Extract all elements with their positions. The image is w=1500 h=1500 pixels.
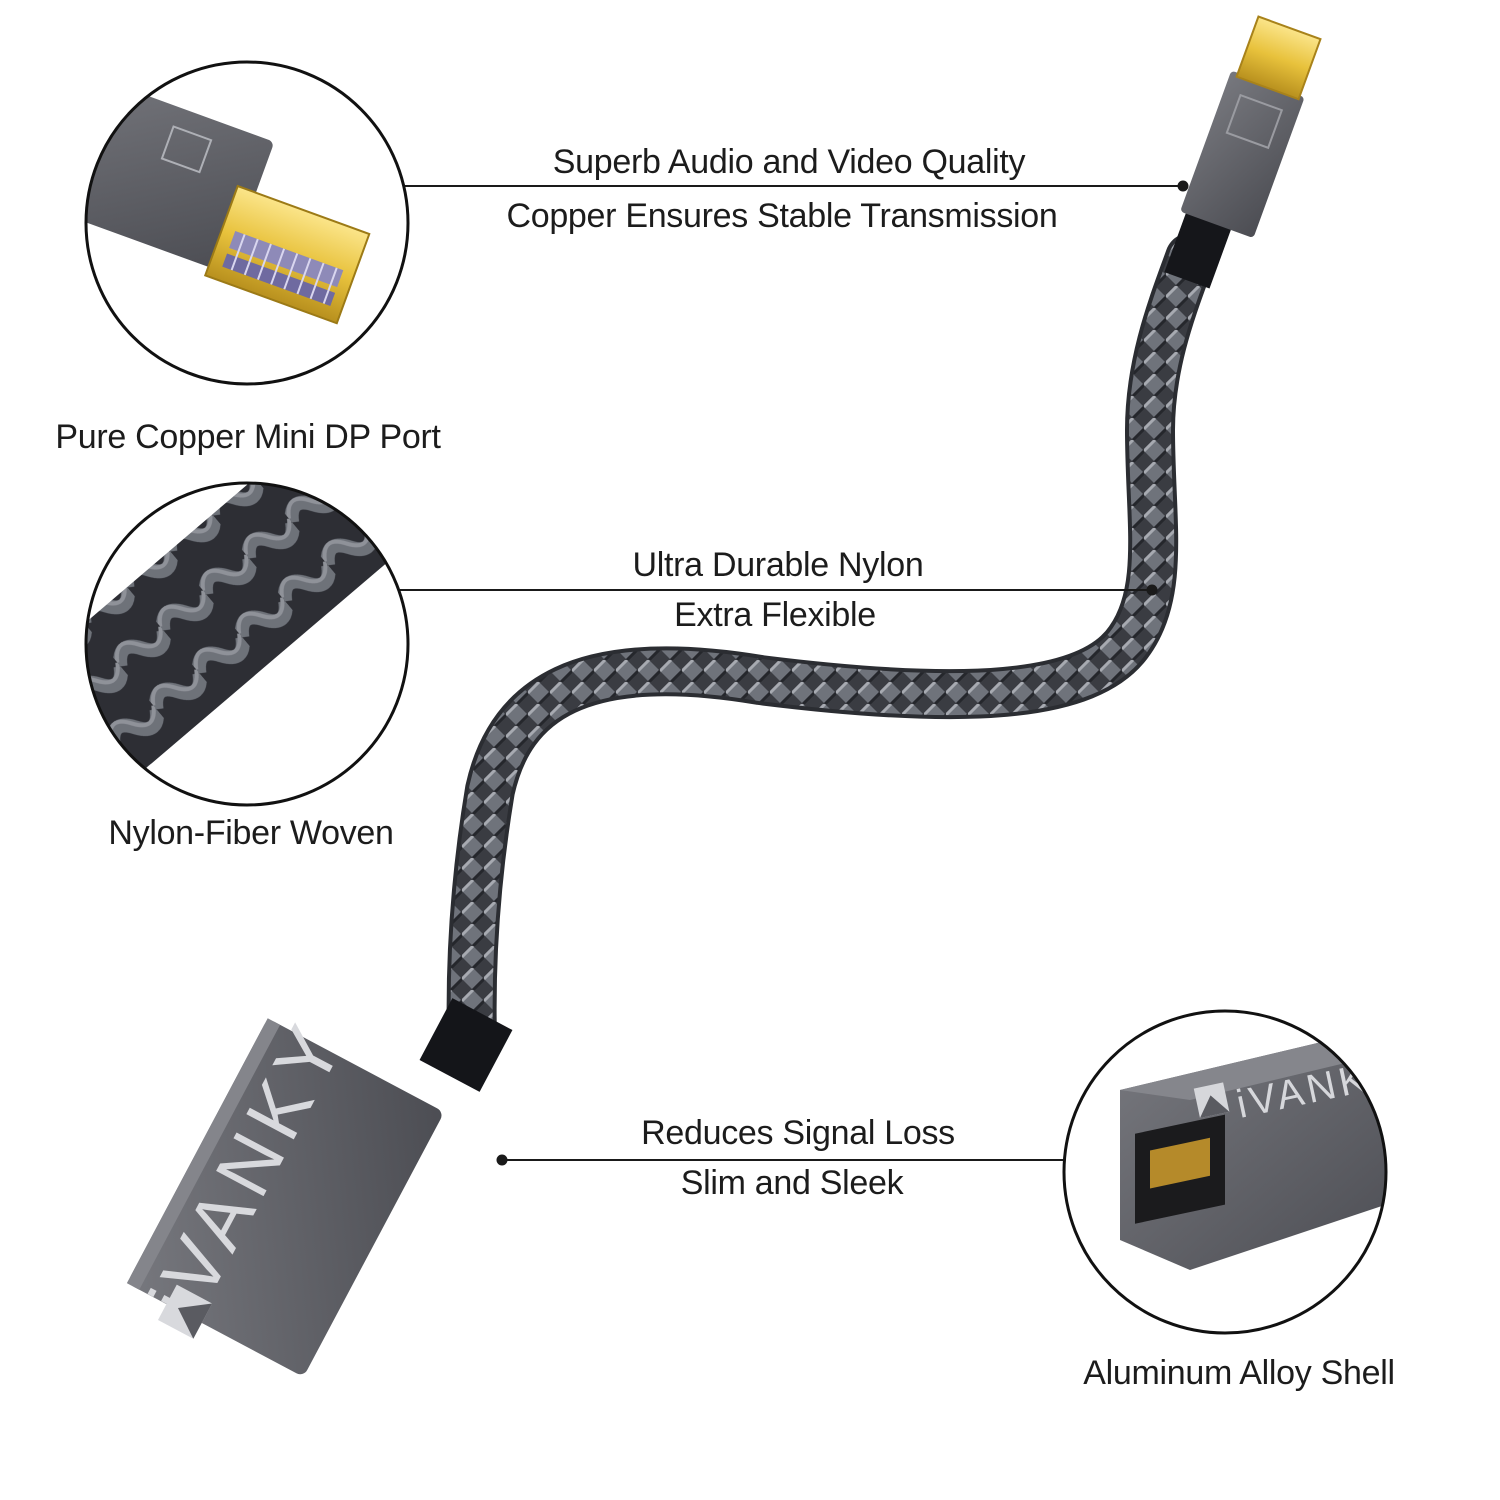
braided-cable bbox=[446, 233, 1215, 1065]
mini-displayport-connector bbox=[1164, 15, 1322, 289]
hdmi-adapter: iVANKY bbox=[126, 998, 513, 1375]
mini-displayport-icon bbox=[203, 184, 371, 325]
callout-bottom-line1: Reduces Signal Loss bbox=[641, 1114, 955, 1152]
shell-logo-icon bbox=[1193, 1082, 1230, 1118]
callout-middle-line2: Extra Flexible bbox=[674, 596, 876, 634]
detail-circle-connector bbox=[84, 60, 410, 386]
caption-shell: Aluminum Alloy Shell bbox=[1083, 1354, 1395, 1392]
caption-braid: Nylon-Fiber Woven bbox=[108, 814, 394, 852]
callout-top-line1: Superb Audio and Video Quality bbox=[552, 143, 1026, 181]
callout-lines bbox=[400, 180, 1189, 1166]
callout-bottom-line2: Slim and Sleek bbox=[680, 1164, 904, 1202]
callout-middle-line1: Ultra Durable Nylon bbox=[632, 546, 924, 584]
brand-logo-icon bbox=[158, 1284, 213, 1339]
callout-top-line2: Copper Ensures Stable Transmission bbox=[506, 197, 1058, 235]
detail-circle-shell: iVANK bbox=[1062, 1009, 1388, 1335]
caption-connector: Pure Copper Mini DP Port bbox=[55, 418, 441, 456]
detail-circle-braid bbox=[84, 481, 410, 807]
